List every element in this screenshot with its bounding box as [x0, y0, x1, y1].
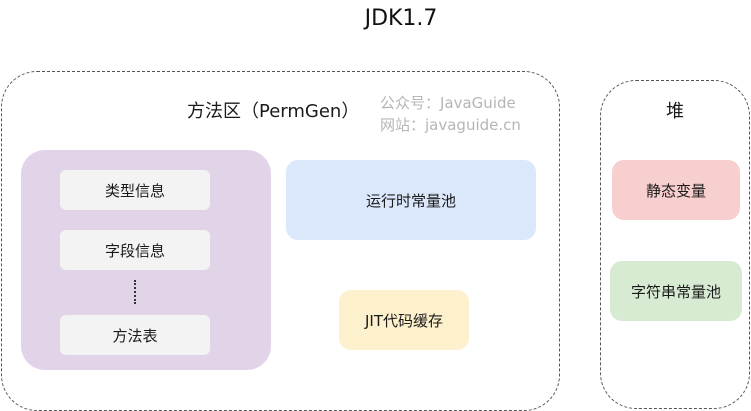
ellipsis-dots — [134, 280, 140, 304]
heap-region — [600, 80, 750, 409]
heap-label: 堆 — [666, 101, 684, 122]
diagram-title: JDK1.7 — [364, 6, 438, 31]
watermark-line-2: 网站：javaguide.cn — [380, 116, 521, 134]
type-info-item: 类型信息 — [60, 170, 210, 210]
watermark-line-1: 公众号：JavaGuide — [380, 94, 516, 112]
field-info-item: 字段信息 — [60, 230, 210, 270]
runtime-constant-pool-box: 运行时常量池 — [286, 160, 536, 240]
static-variables-box: 静态变量 — [612, 160, 740, 220]
method-table-item: 方法表 — [60, 315, 210, 355]
method-area-label: 方法区（PermGen） — [187, 101, 360, 122]
jit-code-cache-box: JIT代码缓存 — [339, 290, 469, 350]
string-constant-pool-box: 字符串常量池 — [610, 261, 742, 321]
